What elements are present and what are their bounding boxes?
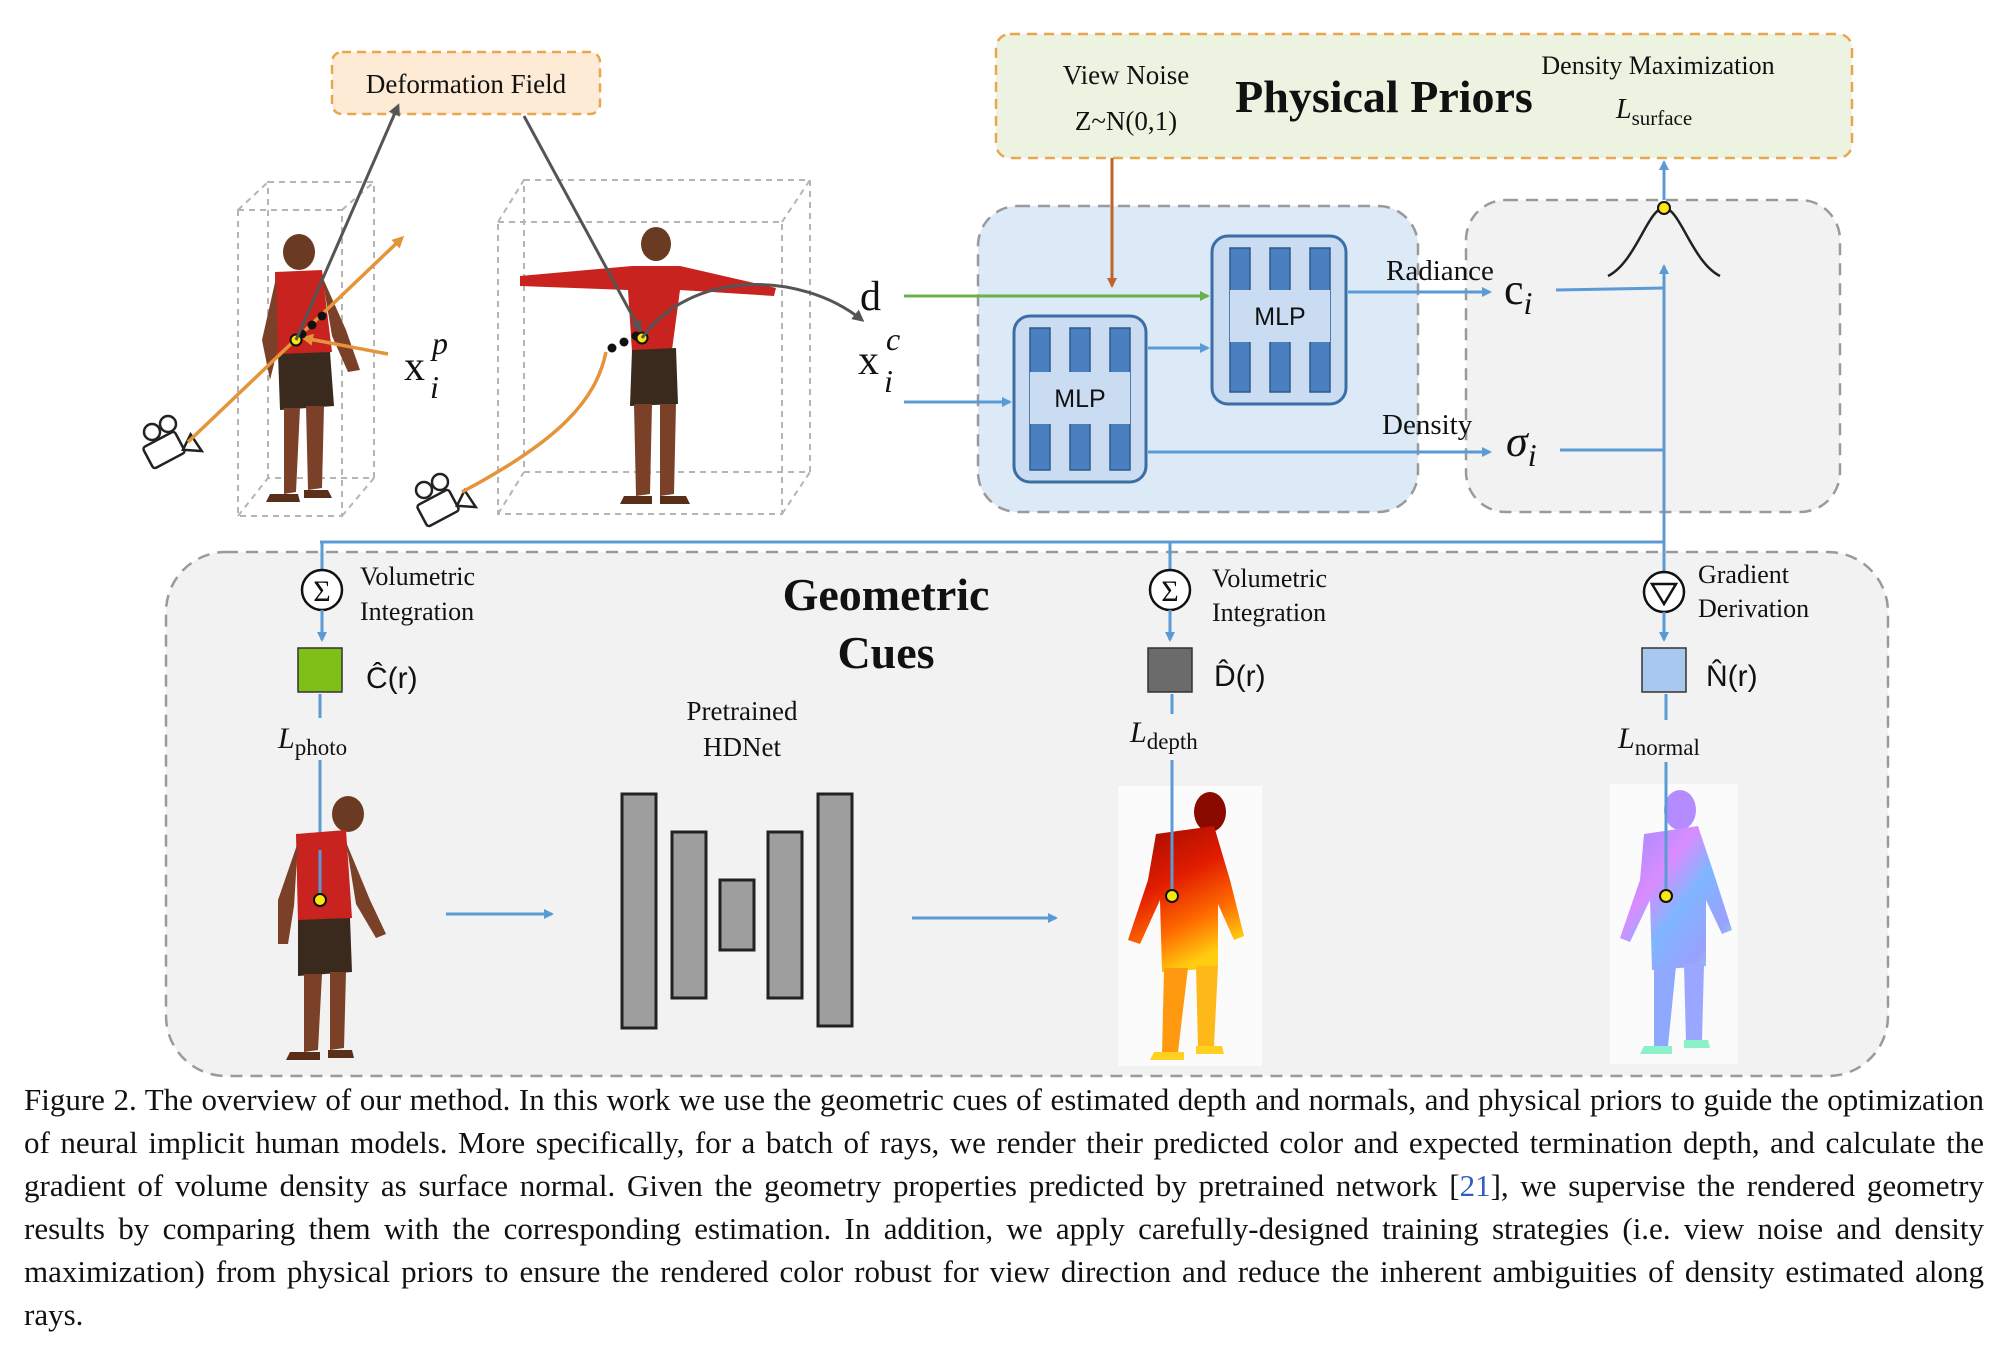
output-panel bbox=[1464, 198, 1842, 514]
xp-label: x bbox=[404, 344, 425, 390]
xc-label: x bbox=[858, 338, 879, 384]
mlp-block-2: MLP bbox=[1210, 234, 1348, 406]
deformation-field-label: Deformation Field bbox=[366, 69, 567, 99]
sigma-integration-icon: Σ bbox=[1148, 568, 1192, 612]
svg-text:Σ: Σ bbox=[1161, 575, 1178, 608]
geometric-cues-title-1: Geometric bbox=[783, 569, 990, 620]
radiance-label: Radiance bbox=[1386, 255, 1494, 287]
geometric-cues-title-2: Cues bbox=[837, 627, 934, 678]
hdnet-label-2: HDNet bbox=[703, 732, 781, 762]
hdnet-network bbox=[620, 792, 854, 1030]
loss-surface: Lsurface bbox=[1615, 94, 1692, 130]
vol-int-label-1a: Volumetric bbox=[360, 562, 475, 591]
physical-priors-title: Physical Priors bbox=[1235, 71, 1533, 122]
xc-superscript: c bbox=[886, 321, 900, 357]
gradient-nabla-icon bbox=[1642, 570, 1686, 614]
rendered-normal-square bbox=[1641, 647, 1687, 693]
density-output-sigma: σi bbox=[1506, 417, 1537, 473]
caption-text-1: Figure 2. The overview of our method. In… bbox=[24, 1082, 1984, 1203]
deformation-output-arrow bbox=[522, 115, 642, 333]
deformation-input-arrow bbox=[294, 103, 400, 341]
pixel-point-normal bbox=[1659, 889, 1673, 903]
human-figure-rendered bbox=[278, 796, 386, 1060]
sigma-integration-icon: Σ bbox=[300, 568, 344, 612]
pixel-point-depth bbox=[1165, 889, 1179, 903]
density-maximization-label: Density Maximization bbox=[1541, 51, 1774, 80]
peak-point bbox=[1657, 201, 1671, 215]
estimated-depth-map bbox=[1118, 786, 1262, 1066]
view-noise-label: View Noise bbox=[1063, 60, 1190, 90]
canonical-to-xc-arrow bbox=[640, 283, 865, 339]
gradient-label-a: Gradient bbox=[1698, 560, 1790, 589]
mlp-block-1: MLP bbox=[1012, 314, 1148, 484]
deformation-field-box bbox=[330, 50, 602, 116]
density-label: Density bbox=[1382, 409, 1473, 441]
xp-pointer-arrow bbox=[301, 333, 389, 356]
xc-subscript: i bbox=[884, 363, 893, 399]
xp-superscript: p bbox=[430, 325, 448, 361]
view-noise-formula: Z~N(0,1) bbox=[1075, 106, 1177, 136]
gradient-label-b: Derivation bbox=[1698, 594, 1809, 623]
rendered-color-square bbox=[297, 647, 343, 693]
rendered-depth-square bbox=[1147, 647, 1193, 693]
caption-text-2: ], we supervise the rendered geometry re… bbox=[24, 1168, 1984, 1332]
vol-int-label-2b: Integration bbox=[1212, 598, 1326, 627]
camera-ray-canonical bbox=[461, 351, 608, 494]
estimated-normal-map bbox=[1610, 784, 1738, 1064]
loss-photo: Lphoto bbox=[277, 722, 347, 760]
svg-text:Σ: Σ bbox=[313, 575, 330, 608]
view-direction-d-label: d bbox=[860, 274, 881, 320]
method-overview-diagram: View Noise Z~N(0,1) Physical Priors Dens… bbox=[142, 32, 1890, 1078]
pixel-point-rgb bbox=[313, 893, 327, 907]
hdnet-label-1: Pretrained bbox=[687, 696, 798, 726]
vol-int-label-2a: Volumetric bbox=[1212, 564, 1327, 593]
camera-icon bbox=[414, 472, 479, 528]
xp-subscript: i bbox=[430, 369, 439, 405]
citation-link[interactable]: 21 bbox=[1459, 1168, 1491, 1203]
physical-priors-box bbox=[994, 32, 1854, 160]
mlp-2-label: MLP bbox=[1254, 303, 1305, 331]
human-figure-canonical bbox=[520, 227, 776, 504]
d-hat-label: D̂(r) bbox=[1214, 660, 1266, 693]
mlp-1-label: MLP bbox=[1054, 385, 1105, 413]
n-hat-label: N̂(r) bbox=[1706, 660, 1758, 693]
figure-caption: Figure 2. The overview of our method. In… bbox=[24, 1078, 1984, 1336]
c-hat-label: Ĉ(r) bbox=[366, 661, 418, 695]
camera-icon bbox=[142, 414, 205, 470]
color-output-c: ci bbox=[1504, 265, 1532, 321]
loss-normal: Lnormal bbox=[1617, 722, 1700, 760]
geometric-cues-panel bbox=[164, 550, 1890, 1078]
vol-int-label-1b: Integration bbox=[360, 597, 474, 626]
human-figure-observation bbox=[262, 234, 360, 502]
color-to-merge-line bbox=[1555, 286, 1665, 292]
loss-depth: Ldepth bbox=[1129, 716, 1198, 754]
